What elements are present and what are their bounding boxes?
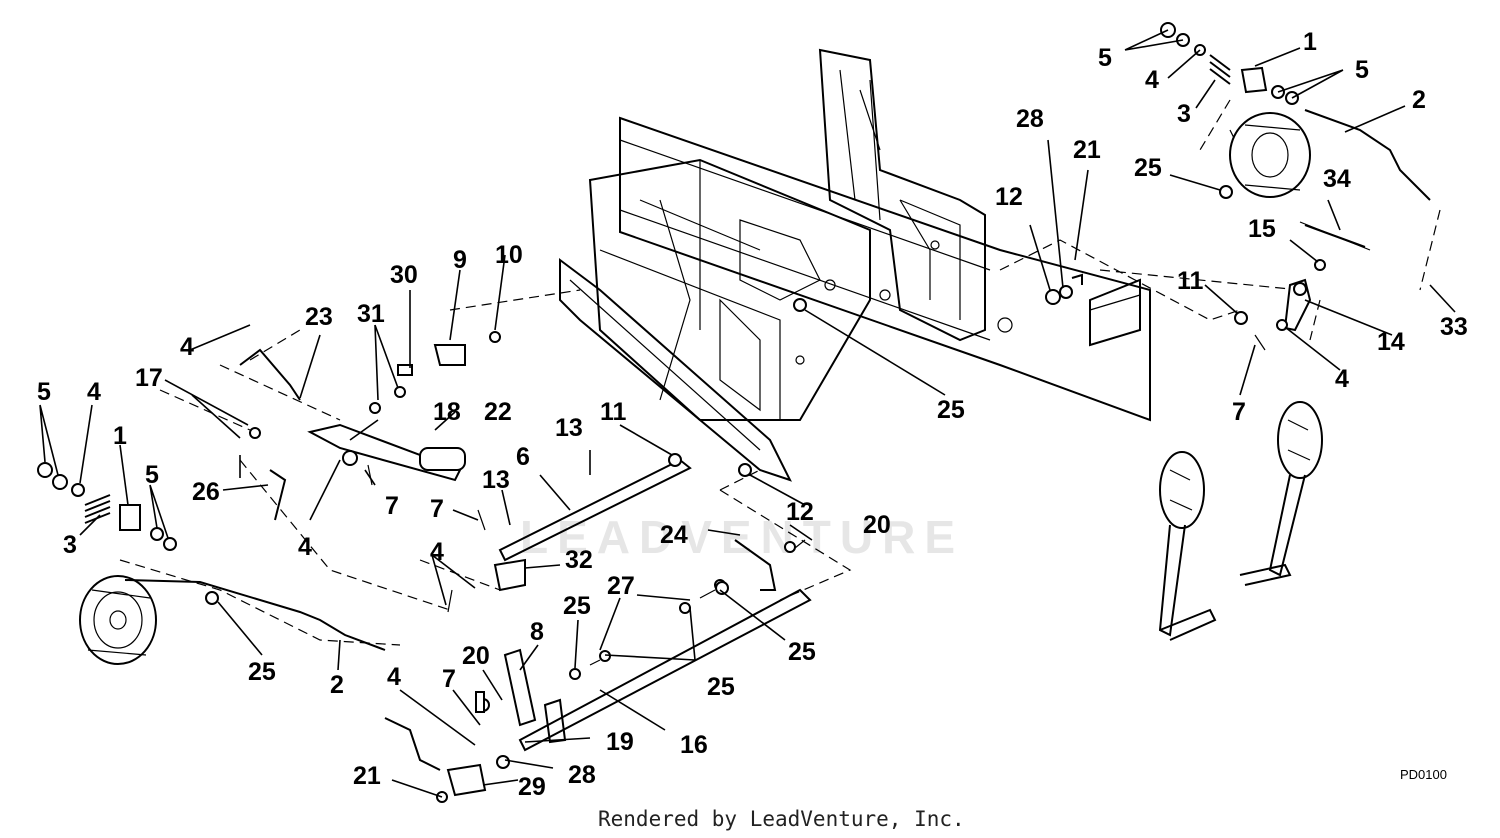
callout-3: 3 [63, 531, 77, 559]
footer-credit: Rendered by LeadVenture, Inc. [598, 807, 965, 831]
callout-5: 5 [145, 461, 159, 489]
callout-4: 4 [430, 538, 444, 566]
diagram-code: PD0100 [1400, 767, 1447, 782]
callout-27: 27 [607, 572, 635, 600]
callout-18: 18 [433, 398, 461, 426]
callout-4: 4 [298, 533, 312, 561]
callout-28: 28 [568, 761, 596, 789]
callout-25: 25 [1134, 154, 1162, 182]
callout-7: 7 [1232, 398, 1246, 426]
callout-26: 26 [192, 478, 220, 506]
callout-30: 30 [390, 261, 418, 289]
callout-9: 9 [453, 246, 467, 274]
callout-22: 22 [484, 398, 512, 426]
callout-20: 20 [863, 511, 891, 539]
callout-25: 25 [707, 673, 735, 701]
callout-25: 25 [788, 638, 816, 666]
callout-13: 13 [555, 414, 583, 442]
tractor-frame [559, 48, 1151, 482]
callout-11: 11 [1177, 267, 1204, 295]
callout-7: 7 [442, 665, 456, 693]
callout-23: 23 [305, 303, 333, 331]
assembly-lines [119, 99, 1441, 646]
callout-19: 19 [606, 728, 634, 756]
callout-5: 5 [1355, 56, 1369, 84]
callout-25: 25 [937, 396, 965, 424]
callout-25: 25 [248, 658, 276, 686]
callout-21: 21 [353, 762, 381, 790]
watermark: LEADVENTURE [520, 511, 964, 563]
callout-20: 20 [462, 642, 490, 670]
callout-5: 5 [37, 378, 51, 406]
callout-4: 4 [387, 663, 401, 691]
callout-4: 4 [1335, 365, 1349, 393]
callout-28: 28 [1016, 105, 1044, 133]
callout-17: 17 [135, 364, 163, 392]
callout-21: 21 [1073, 136, 1101, 164]
callout-6: 6 [516, 443, 530, 471]
callout-4: 4 [180, 333, 194, 361]
callout-10: 10 [495, 241, 523, 269]
callout-3: 3 [1177, 100, 1191, 128]
bottom-cross-shaft [384, 453, 812, 803]
callout-16: 16 [680, 731, 708, 759]
callout-7: 7 [385, 492, 399, 520]
callout-2: 2 [1412, 86, 1426, 114]
callout-4: 4 [87, 378, 101, 406]
callout-4: 4 [1145, 66, 1159, 94]
callout-1: 1 [113, 422, 127, 450]
callout-11: 11 [600, 398, 627, 426]
callout-24: 24 [660, 521, 688, 549]
callout-29: 29 [518, 773, 546, 801]
callout-32: 32 [565, 546, 593, 574]
callout-8: 8 [530, 618, 544, 646]
callout-7: 7 [430, 495, 444, 523]
leader-lines [39, 29, 1456, 798]
right-brake-assembly [715, 22, 1431, 595]
callout-14: 14 [1377, 328, 1405, 356]
callout-33: 33 [1440, 313, 1468, 341]
callout-15: 15 [1248, 215, 1276, 243]
callout-12: 12 [995, 183, 1023, 211]
callout-25: 25 [563, 592, 591, 620]
brake-pedals [1158, 401, 1323, 641]
callout-12: 12 [786, 498, 814, 526]
callout-13: 13 [482, 466, 510, 494]
callout-2: 2 [330, 671, 344, 699]
callout-5: 5 [1098, 44, 1112, 72]
callout-31: 31 [357, 300, 385, 328]
callout-labels: 5 4 3 1 5 2 25 34 15 11 14 33 4 7 28 21 … [37, 28, 1468, 801]
callout-34: 34 [1323, 165, 1351, 193]
callout-1: 1 [1303, 28, 1317, 56]
